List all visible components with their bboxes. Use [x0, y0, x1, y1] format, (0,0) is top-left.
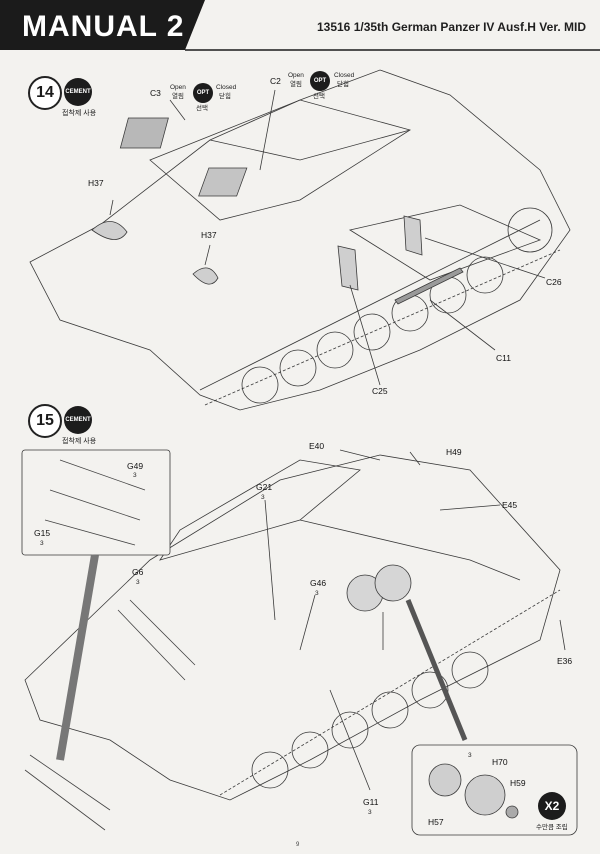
part-badge-number: 3 — [315, 590, 319, 597]
part-label-c11: C11 — [496, 353, 511, 363]
select-label-ko: 선택 — [313, 93, 325, 100]
step15-hull-drawing — [21, 449, 578, 836]
select-label-ko: 선택 — [196, 105, 208, 112]
part-label-e40: E40 — [309, 441, 325, 451]
closed-label-en: Closed — [216, 84, 237, 91]
part-label-e36: E36 — [557, 656, 573, 666]
part-label-g15: G15 — [34, 528, 51, 538]
part-label-c2: C2 — [270, 76, 281, 86]
step-14-badge: 14 — [28, 76, 62, 110]
part-label-h49: H49 — [446, 447, 462, 457]
part-label-h37: H37 — [201, 230, 217, 240]
page-number: 9 — [296, 842, 300, 848]
step-15-badge: 15 — [28, 404, 62, 438]
repeat-korean-label: 수만큼 조립 — [536, 824, 568, 831]
manual-title: MANUAL 2 — [22, 10, 185, 43]
part-badge-number: 3 — [40, 540, 44, 547]
open-label-ko: 열림 — [172, 93, 184, 100]
part-label-h57: H57 — [428, 817, 444, 827]
part-label-h59: H59 — [510, 778, 526, 788]
part-label-e45: E45 — [502, 500, 518, 510]
kit-title: 13516 1/35th German Panzer IV Ausf.H Ver… — [316, 20, 586, 34]
step14-hull-drawing — [29, 69, 571, 411]
part-label-g46: G46 — [310, 578, 327, 588]
cement-korean-label: 접착제 사용 — [62, 438, 97, 445]
part-badge-number: 3 — [368, 809, 372, 816]
part-label-c3: C3 — [150, 88, 161, 98]
part-label-c26: C26 — [546, 277, 562, 287]
part-badge-number: 3 — [136, 579, 140, 586]
opt-icon: OPT — [310, 71, 330, 91]
part-badge-number: 3 — [133, 472, 137, 479]
cement-icon: CEMENT — [64, 406, 92, 434]
header-band — [0, 0, 600, 51]
part-label-g49: G49 — [127, 461, 144, 471]
cement-korean-label: 접착제 사용 — [62, 110, 97, 117]
part-label-h70: H70 — [492, 757, 508, 767]
cement-icon: CEMENT — [64, 78, 92, 106]
part-label-g21: G21 — [256, 482, 273, 492]
part-label-h37: H37 — [88, 178, 104, 188]
opt-icon: OPT — [193, 83, 213, 103]
closed-label-en: Closed — [334, 72, 355, 79]
closed-label-ko: 닫힘 — [337, 81, 349, 88]
repeat-x2-badge: X2 — [538, 792, 566, 820]
closed-label-ko: 닫힘 — [219, 93, 231, 100]
page-header: MANUAL 2 13516 1/35th German Panzer IV A… — [0, 0, 600, 58]
part-label-g6: G6 — [132, 567, 144, 577]
open-label-en: Open — [288, 72, 304, 79]
part-badge-number: 3 — [468, 752, 472, 759]
part-label-c25: C25 — [372, 386, 388, 396]
open-label-en: Open — [170, 84, 186, 91]
part-label-g11: G11 — [363, 797, 379, 807]
part-badge-number: 3 — [261, 494, 265, 501]
open-label-ko: 열림 — [290, 81, 302, 88]
